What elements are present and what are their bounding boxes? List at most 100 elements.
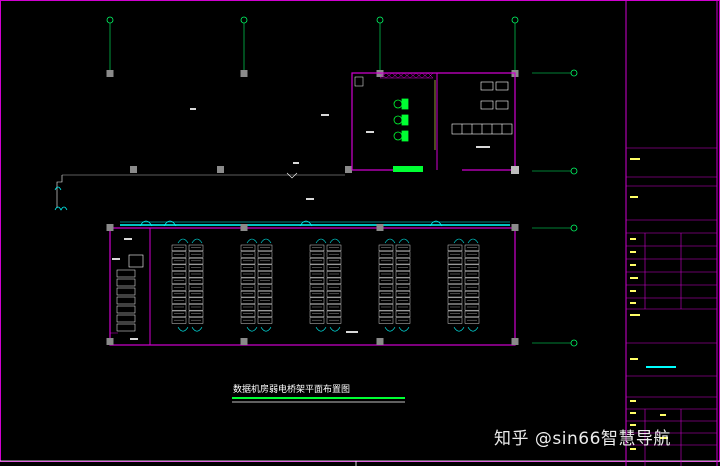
rack-unit [378, 251, 394, 258]
rack-unit [257, 310, 273, 318]
rack-unit [171, 251, 187, 258]
rack-unit [326, 271, 342, 278]
rack-unit [309, 251, 325, 258]
rack-unit [257, 277, 273, 285]
rack-unit [464, 277, 480, 285]
rack-unit [395, 297, 411, 304]
rack-unit [447, 284, 463, 291]
rack-unit [464, 304, 480, 311]
rack-unit [309, 257, 325, 265]
rack-unit [257, 257, 273, 265]
rack-unit [378, 244, 394, 252]
rack-unit [309, 290, 325, 298]
grid-col-a [106, 16, 114, 77]
rack-unit [395, 304, 411, 311]
rack-unit [309, 297, 325, 304]
rack-unit [188, 297, 204, 304]
rack-unit [378, 317, 394, 324]
rack-unit [188, 290, 204, 298]
rack-unit [378, 277, 394, 285]
rack-unit [464, 297, 480, 304]
rack-unit [395, 310, 411, 318]
rack-unit [464, 284, 480, 291]
rack-unit [171, 310, 187, 318]
rack-unit [464, 251, 480, 258]
rack-unit [171, 244, 187, 252]
grid-col-b [240, 16, 248, 77]
grid-row-1 [532, 69, 578, 77]
rack-unit [447, 277, 463, 285]
rack-unit [447, 244, 463, 252]
rack-unit [257, 290, 273, 298]
rack-unit [395, 251, 411, 258]
grid-row-3 [532, 224, 578, 232]
rack-unit [326, 244, 342, 252]
rack-unit [188, 317, 204, 324]
rack-unit [378, 257, 394, 265]
rack-unit [240, 251, 256, 258]
rack-unit [257, 304, 273, 311]
rack-unit [395, 244, 411, 252]
rack-unit [395, 317, 411, 324]
title-block [625, 0, 718, 466]
rack-unit [447, 257, 463, 265]
rack-unit [309, 277, 325, 285]
rack-unit [309, 244, 325, 252]
rack-unit [240, 317, 256, 324]
rack-unit [447, 297, 463, 304]
rack-unit [171, 317, 187, 324]
rack-unit [326, 257, 342, 265]
rack-unit [240, 284, 256, 291]
rack-unit [240, 304, 256, 311]
rack-unit [188, 271, 204, 278]
pdu-stack [116, 269, 136, 332]
battery-cabinets [393, 98, 409, 142]
rack-unit [464, 244, 480, 252]
rack-unit [257, 271, 273, 278]
rack-unit [326, 290, 342, 298]
rack-unit [447, 290, 463, 298]
rack-unit [309, 304, 325, 311]
rack-unit [240, 264, 256, 271]
rack-unit [326, 264, 342, 271]
rack-unit [309, 271, 325, 278]
rack-unit [395, 277, 411, 285]
rack-unit [171, 284, 187, 291]
rack-unit [378, 284, 394, 291]
rack-unit [464, 257, 480, 265]
rack-unit [378, 310, 394, 318]
rack-unit [171, 264, 187, 271]
rack-unit [188, 257, 204, 265]
rack-unit [171, 277, 187, 285]
ups-cabinets [451, 81, 513, 135]
rack-unit [464, 310, 480, 318]
rack-unit [188, 310, 204, 318]
rack-unit [447, 264, 463, 271]
rack-row [240, 238, 273, 332]
rack-unit [447, 271, 463, 278]
drawing-title: 数据机房弱电桥架平面布置图 [233, 385, 351, 395]
rack-row [309, 238, 342, 332]
rack-unit [326, 297, 342, 304]
ups-room [351, 72, 519, 174]
rack-unit [188, 244, 204, 252]
rack-unit [257, 244, 273, 252]
rack-row [378, 238, 411, 332]
rack-unit [395, 264, 411, 271]
rack-unit [464, 317, 480, 324]
rack-unit [309, 284, 325, 291]
rack-rows [171, 238, 480, 332]
rack-unit [257, 317, 273, 324]
rack-unit [257, 251, 273, 258]
rack-unit [378, 271, 394, 278]
rack-unit [240, 271, 256, 278]
rack-unit [326, 310, 342, 318]
grid-col-c [376, 16, 384, 77]
data-room [106, 220, 519, 346]
rack-unit [309, 317, 325, 324]
rack-unit [309, 310, 325, 318]
rack-unit [171, 304, 187, 311]
grid-row-4 [532, 339, 578, 347]
rack-row [171, 238, 204, 332]
rack-unit [326, 284, 342, 291]
